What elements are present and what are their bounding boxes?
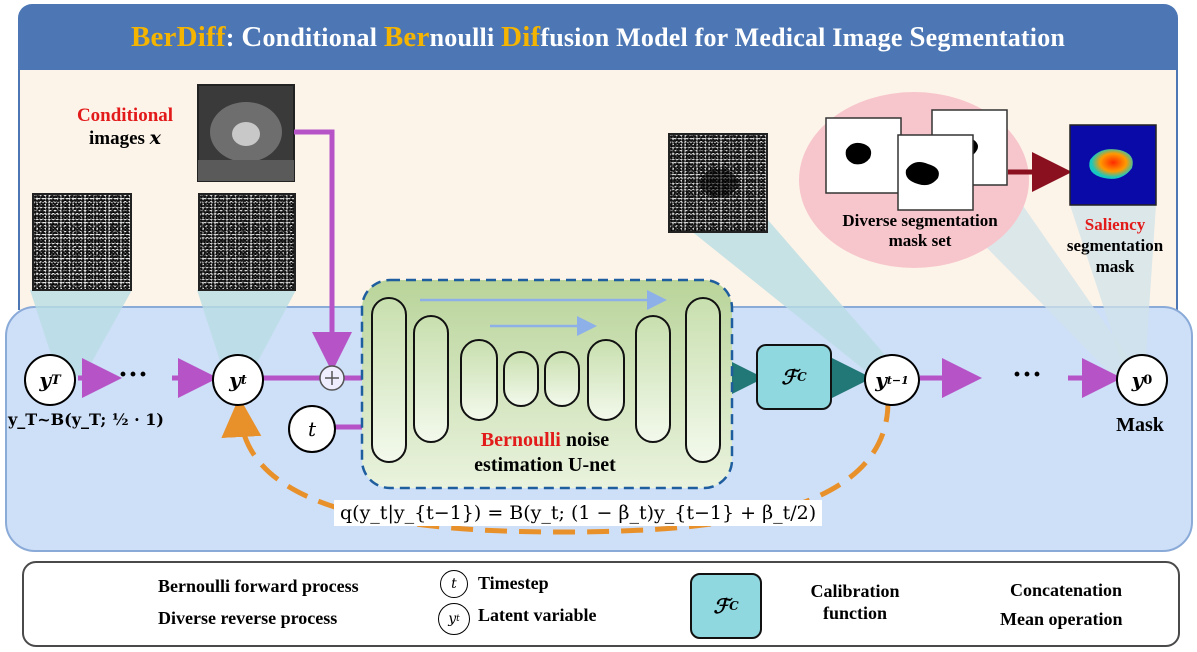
node-yt-sub: t [240,372,247,388]
node-yt-var: y [229,368,241,392]
node-ytm1-sub: t−1 [886,373,909,387]
title-dif: Dif [501,20,541,53]
unet-layer-4 [503,351,539,407]
saliency-word: Saliency [1084,215,1146,234]
conditional-rest: images [88,128,150,149]
mask-set-line1: Diverse segmentation [842,211,998,230]
legend-concat-label: Concatenation [1010,580,1122,600]
title-colon: : [225,22,242,52]
node-t-var: t [307,417,317,441]
forward-equation: q(y_t|y_{t−1}) = B(y_t; (1 − β_t)y_{t−1}… [334,500,823,526]
saliency-line3: mask [1095,257,1135,276]
saliency-blob [1089,149,1133,179]
title-bar: BerDiff: Conditional Bernoulli Diffusion… [18,4,1178,70]
legend-calib-line2: function [822,603,887,623]
mask-set-label: Diverse segmentation mask set [830,211,1010,251]
node-y0-sub: 0 [1143,372,1153,388]
ct-base [198,160,294,181]
conditional-label: Conditional images x [50,104,200,150]
title-noulli: noulli [429,22,502,52]
unet-layer-3 [460,339,498,421]
node-yT-sub: T [50,372,61,388]
unet-layer-1 [371,297,407,463]
legend-timestep-icon: t [440,570,468,598]
ct-organ [232,122,260,146]
mask-set-line2: mask set [888,231,952,250]
noise-blob [700,169,738,197]
title-s: S [909,20,926,53]
title-fusion: fusion Model for Medical Image [540,22,910,52]
noise-image-yt [198,193,296,291]
mask-blob-1 [845,142,872,165]
unet-layer-8 [685,297,721,463]
legend-calib-line1: Calibration [810,581,900,601]
noise-image-ytm1 [668,133,768,233]
unet-layer-2 [413,315,449,443]
dots-right: ··· [1012,358,1043,391]
title-diff: Diff [176,20,226,53]
legend-y-sub: t [456,614,460,624]
node-ytm1-var: y [875,368,887,392]
title-onditional: onditional [262,22,384,52]
funnel-yt [197,290,296,376]
legend-t-sym: t [451,576,457,592]
title-ber: Ber [130,20,177,53]
funnel-saliency [1070,205,1156,372]
forward-process-arc [221,397,891,535]
conditional-var: x [149,127,161,149]
fc-sub: C [797,370,807,384]
title-ber2: Ber [383,20,430,53]
page-title: BerDiff: Conditional Bernoulli Diffusion… [131,21,1065,54]
unet-label: Bernoulli noise estimation U-net [430,428,660,478]
title-c: C [241,20,263,53]
node-yT-var: y [39,368,51,392]
noise-image-yT [32,193,132,291]
node-t: t [288,405,336,453]
saliency-label: Saliency segmentation mask [1050,214,1180,277]
legend-calibration-label: Calibration function [790,580,920,624]
mask-blob-2 [905,162,939,186]
unet-label-line2: estimation U-net [474,454,616,476]
legend-mean-label: Mean operation [1000,609,1123,629]
fc-symbol: ℱ [781,365,798,389]
legend-latent-label: Latent variable [478,605,597,625]
mask-label: Mask [1116,414,1164,436]
unet-layer-5 [544,351,580,407]
legend-timestep-label: Timestep [478,573,549,593]
condition-arrow [294,129,352,372]
unet-layer-7 [635,315,671,443]
legend [22,561,1180,647]
unet-layer-6 [587,339,625,421]
legend-fc-symbol: ℱ [713,594,730,618]
unet-label-rest: noise [560,429,610,451]
legend-fc-sub: C [729,599,739,613]
legend-y-sym: y [448,611,457,627]
legend-reverse-label: Diverse reverse process [158,608,338,628]
funnel-ytm1 [690,220,900,376]
legend-forward-label: Bernoulli forward process [158,576,359,596]
node-y0-var: y [1131,368,1144,392]
title-egmentation: egmentation [925,22,1066,52]
yT-distribution: y_T~B(y_T; ½ · 1) [8,410,164,429]
dots-left: ··· [118,358,149,391]
saliency-line2: segmentation [1066,236,1164,255]
conditional-word: Conditional [76,105,174,126]
unet-label-red: Bernoulli [480,429,561,451]
